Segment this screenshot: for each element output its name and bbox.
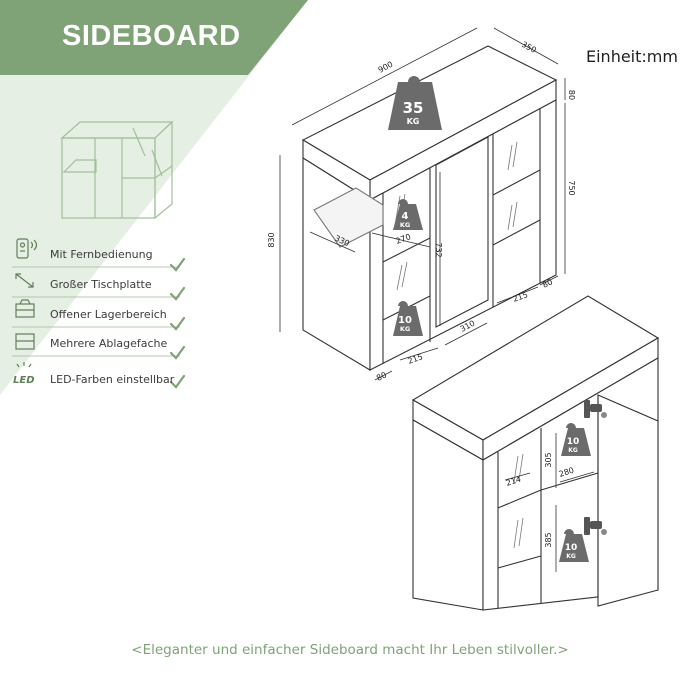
hinge-icon bbox=[584, 400, 607, 418]
top-load-unit: KG bbox=[407, 117, 420, 126]
feature-shelves-label: Mehrere Ablagefache bbox=[50, 337, 168, 350]
top-load-value: 35 bbox=[403, 99, 424, 117]
dim-right-upper-280: 280 bbox=[558, 466, 575, 479]
check-icon bbox=[169, 316, 186, 331]
dim-bottom-left-215: 215 bbox=[407, 352, 424, 366]
feature-storage-label: Offener Lagerbereich bbox=[50, 308, 167, 321]
sideboard-thumbnail bbox=[60, 120, 174, 220]
feature-remote-label: Mit Fernbedienung bbox=[50, 248, 153, 261]
caption: <Eleganter und einfacher Sideboard macht… bbox=[131, 642, 569, 658]
check-marks bbox=[169, 257, 186, 389]
upper-shelf-load-unit: KG bbox=[400, 221, 410, 229]
side-upper-load-value: 10 bbox=[567, 437, 580, 447]
side-lower-load-unit: KG bbox=[566, 553, 576, 560]
dim-inner-height: 732 bbox=[434, 242, 443, 257]
dim-depth: 350 bbox=[520, 40, 538, 55]
lower-shelf-load-value: 10 bbox=[398, 315, 412, 326]
side-lower-load-value: 10 bbox=[565, 543, 578, 553]
unit-label: Einheit:mm bbox=[586, 47, 678, 66]
feature-table-label: Großer Tischplatte bbox=[50, 278, 152, 291]
check-icon bbox=[169, 345, 186, 360]
shelves-icon bbox=[15, 333, 35, 350]
sideboard-open-drawing bbox=[411, 295, 660, 611]
led-badge: LED bbox=[13, 375, 35, 386]
upper-shelf-load-value: 4 bbox=[402, 211, 409, 222]
weight-badge bbox=[561, 423, 591, 456]
dim-right-shelf-214: 214 bbox=[505, 475, 522, 488]
remote-control-icon bbox=[16, 238, 29, 259]
dim-bottom-right-80: 80 bbox=[541, 277, 554, 289]
background-panel-light bbox=[0, 0, 308, 395]
dim-body-height: 750 bbox=[567, 180, 576, 195]
dim-top-thickness: 80 bbox=[567, 90, 576, 100]
dimension-lines bbox=[279, 27, 566, 381]
expand-arrows-icon bbox=[15, 273, 34, 288]
title-banner bbox=[0, 0, 308, 75]
dim-bottom-left-80: 80 bbox=[375, 370, 388, 382]
sideboard-front-drawing bbox=[301, 45, 558, 371]
dim-right-lower-385: 385 bbox=[544, 532, 553, 547]
open-storage-icon bbox=[15, 299, 35, 318]
weight-badge bbox=[393, 199, 423, 230]
dim-right-upper-305: 305 bbox=[544, 452, 553, 467]
feature-led-label: LED-Farben einstellbar bbox=[50, 373, 175, 386]
page-title: SIDEBOARD bbox=[62, 20, 241, 52]
lower-shelf-load-unit: KG bbox=[400, 325, 410, 333]
feature-list-decor bbox=[12, 238, 180, 368]
hinge-icon bbox=[584, 517, 607, 535]
weight-badge bbox=[388, 76, 442, 130]
side-upper-load-unit: KG bbox=[568, 447, 578, 454]
weight-badge bbox=[559, 529, 589, 562]
weight-badge bbox=[393, 301, 423, 336]
dim-total-height: 830 bbox=[267, 232, 276, 247]
check-icon bbox=[169, 374, 186, 389]
led-light-icon bbox=[16, 362, 32, 368]
check-icon bbox=[169, 286, 186, 301]
check-icon bbox=[169, 257, 186, 272]
